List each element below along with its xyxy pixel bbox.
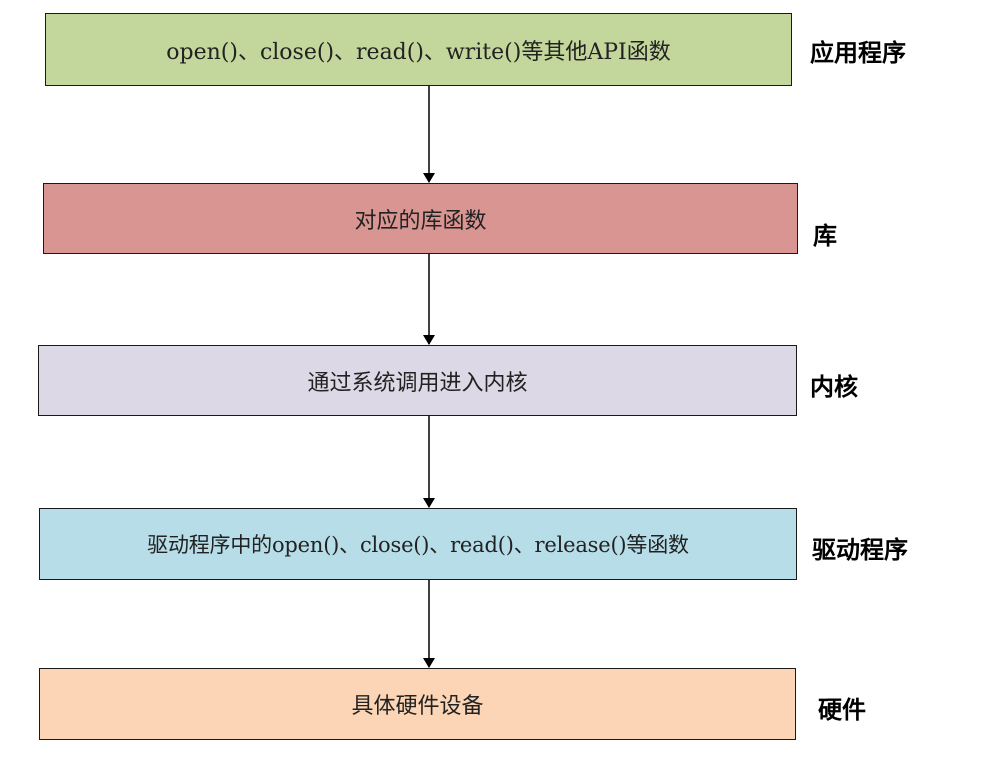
layer-label-hardware: 硬件 — [818, 696, 866, 724]
kernel-layer-text: 通过系统调用进入内核 — [307, 370, 528, 396]
layer-label-library: 库 — [813, 222, 837, 250]
layer-label-kernel: 内核 — [810, 373, 858, 401]
library-layer-box: 对应的库函数 — [43, 183, 798, 254]
library-layer-text: 对应的库函数 — [354, 208, 487, 234]
driver-layer-box: 驱动程序中的open()、close()、read()、release()等函数 — [39, 508, 797, 580]
application-layer-box: open()、close()、read()、write()等其他API函数 — [45, 13, 792, 86]
hardware-layer-text: 具体硬件设备 — [351, 694, 484, 719]
hardware-layer-box: 具体硬件设备 — [39, 668, 796, 740]
layer-label-driver: 驱动程序 — [812, 536, 908, 564]
driver-layer-text: 驱动程序中的open()、close()、read()、release()等函数 — [147, 533, 689, 557]
layer-label-application: 应用程序 — [810, 39, 906, 67]
application-layer-text: open()、close()、read()、write()等其他API函数 — [166, 39, 671, 65]
kernel-layer-box: 通过系统调用进入内核 — [38, 345, 797, 416]
